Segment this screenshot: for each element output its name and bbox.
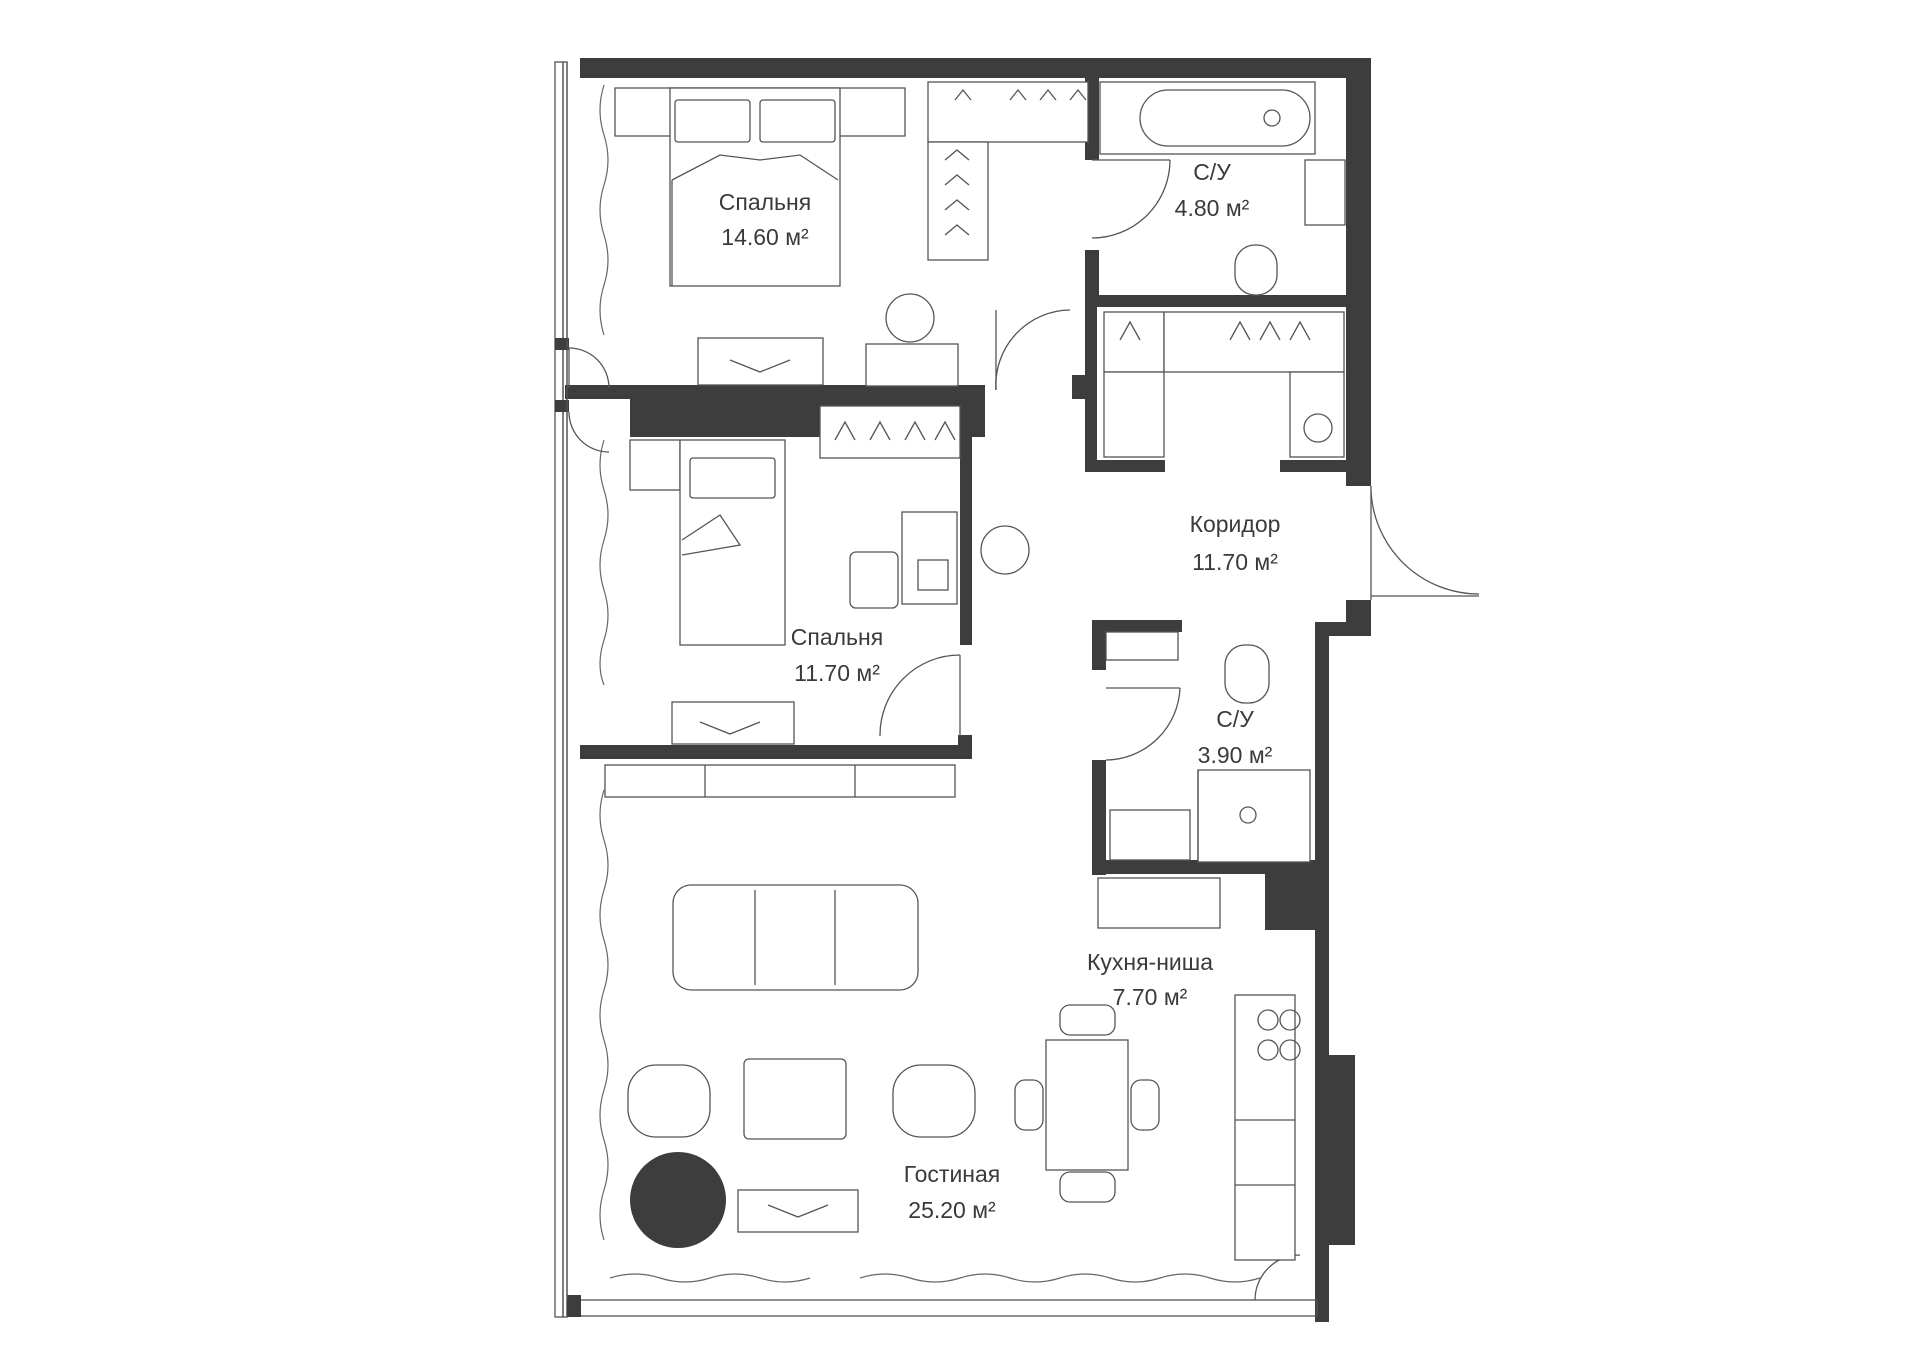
bedroom-1-area: 14.60 м²	[721, 224, 809, 250]
bathroom-1-fixtures	[1099, 81, 1346, 296]
corridor-area: 11.70 м²	[1192, 549, 1278, 575]
living-furniture	[604, 764, 1160, 1248]
bathroom-1-name: С/У	[1193, 159, 1231, 185]
corridor-name: Коридор	[1190, 511, 1281, 537]
kitchen-name: Кухня-ниша	[1087, 949, 1213, 975]
walls	[554, 58, 1371, 1322]
kitchen-counter	[1097, 877, 1301, 1261]
room-labels: Спальня 14.60 м² С/У 4.80 м² Коридор 11.…	[719, 159, 1281, 1223]
kitchen-area: 7.70 м²	[1113, 984, 1188, 1010]
bedroom-1-furniture	[614, 81, 1089, 387]
doors	[568, 159, 1480, 1301]
bathroom-2-fixtures	[1105, 631, 1311, 863]
bathroom-2-area: 3.90 м²	[1198, 742, 1273, 768]
living-area: 25.20 м²	[908, 1197, 996, 1223]
bedroom-2-name: Спальня	[791, 624, 883, 650]
living-name: Гостиная	[904, 1161, 1001, 1187]
bedroom-1-name: Спальня	[719, 189, 811, 215]
bathroom-2-name: С/У	[1216, 706, 1254, 732]
bathroom-1-area: 4.80 м²	[1175, 195, 1250, 221]
bedroom-2-area: 11.70 м²	[794, 660, 880, 686]
storage-block	[1103, 311, 1345, 458]
curtains	[566, 62, 1261, 1300]
bedroom-2-furniture	[629, 405, 1030, 745]
